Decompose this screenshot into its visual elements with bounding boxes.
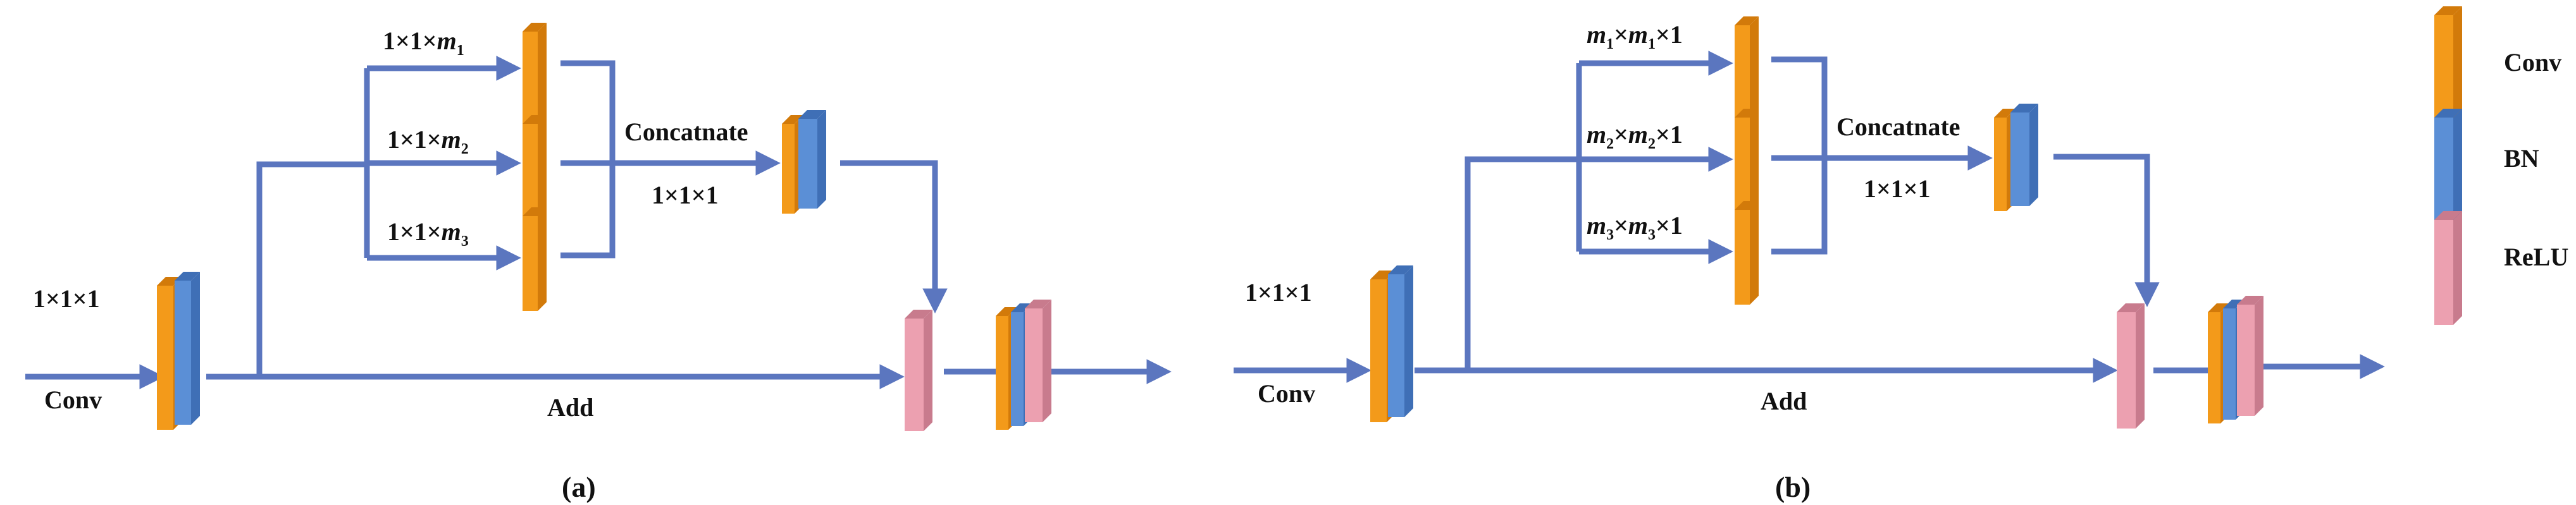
branch2-conv-block-a <box>523 115 547 219</box>
branch-merge-a <box>560 60 616 259</box>
add-label-a: Add <box>547 393 593 422</box>
relu-block-icon <box>2434 211 2462 325</box>
bn-block-icon <box>2434 109 2462 222</box>
branch2-kernel-label-a: 1×1×m2 <box>387 125 469 157</box>
caption-b: (b) <box>1775 471 1811 503</box>
add-label-b: Add <box>1761 387 1807 415</box>
down-arrow-a <box>840 160 948 313</box>
conv-block-icon <box>2434 6 2462 120</box>
split-trunk-a <box>256 161 367 377</box>
legend: Conv BN ReLU <box>2434 6 2568 325</box>
concat-kernel-label-b: 1×1×1 <box>1864 174 1931 203</box>
branch3-kernel-label-b: m3×m3×1 <box>1587 211 1683 243</box>
branch3-kernel-label-a: 1×1×m3 <box>387 217 469 250</box>
input-bn-block-a <box>175 272 200 425</box>
input-bn-block-b <box>1388 265 1413 417</box>
branch2-kernel-label-b: m2×m2×1 <box>1587 120 1683 152</box>
branch3-conv-block-a <box>523 207 547 311</box>
input-kernel-label-a: 1×1×1 <box>33 284 100 313</box>
output-relu-block-b <box>2237 296 2263 416</box>
concat-kernel-label-a: 1×1×1 <box>652 181 719 209</box>
concat-label-a: Concatnate <box>624 118 748 146</box>
legend-bn-label: BN <box>2504 144 2539 173</box>
legend-conv-label: Conv <box>2504 48 2561 76</box>
branch3-conv-block-b <box>1735 201 1759 305</box>
branch1-conv-block-a <box>523 23 547 126</box>
down-arrow-b <box>2053 154 2160 307</box>
caption-a: (a) <box>562 471 596 503</box>
input-conv-label-b: Conv <box>1258 379 1315 408</box>
add-relu-block-b <box>2117 303 2145 429</box>
input-conv-label-a: Conv <box>44 386 102 414</box>
branch2-conv-block-b <box>1735 109 1759 212</box>
concat-label-b: Concatnate <box>1836 113 1960 141</box>
output-relu-block-a <box>1025 300 1051 422</box>
panel-b: 1×1×1 Conv m1×m1×1 m2×m2×1 m3×m3×1 Conca… <box>1234 16 2385 503</box>
split-trunk-b <box>1464 156 1579 370</box>
legend-relu-label: ReLU <box>2504 243 2568 271</box>
add-relu-block-a <box>905 310 932 431</box>
branch1-conv-block-b <box>1735 16 1759 120</box>
concat-bn-block-b <box>2010 104 2038 206</box>
input-kernel-label-b: 1×1×1 <box>1245 278 1312 307</box>
concat-bn-block-a <box>798 110 826 209</box>
branch1-kernel-label-a: 1×1×m1 <box>383 27 464 59</box>
branch1-kernel-label-b: m1×m1×1 <box>1587 20 1683 52</box>
panel-a: 1×1×1 Conv 1×1×m1 1×1×m2 1×1×m3 Concatna… <box>25 23 1172 503</box>
